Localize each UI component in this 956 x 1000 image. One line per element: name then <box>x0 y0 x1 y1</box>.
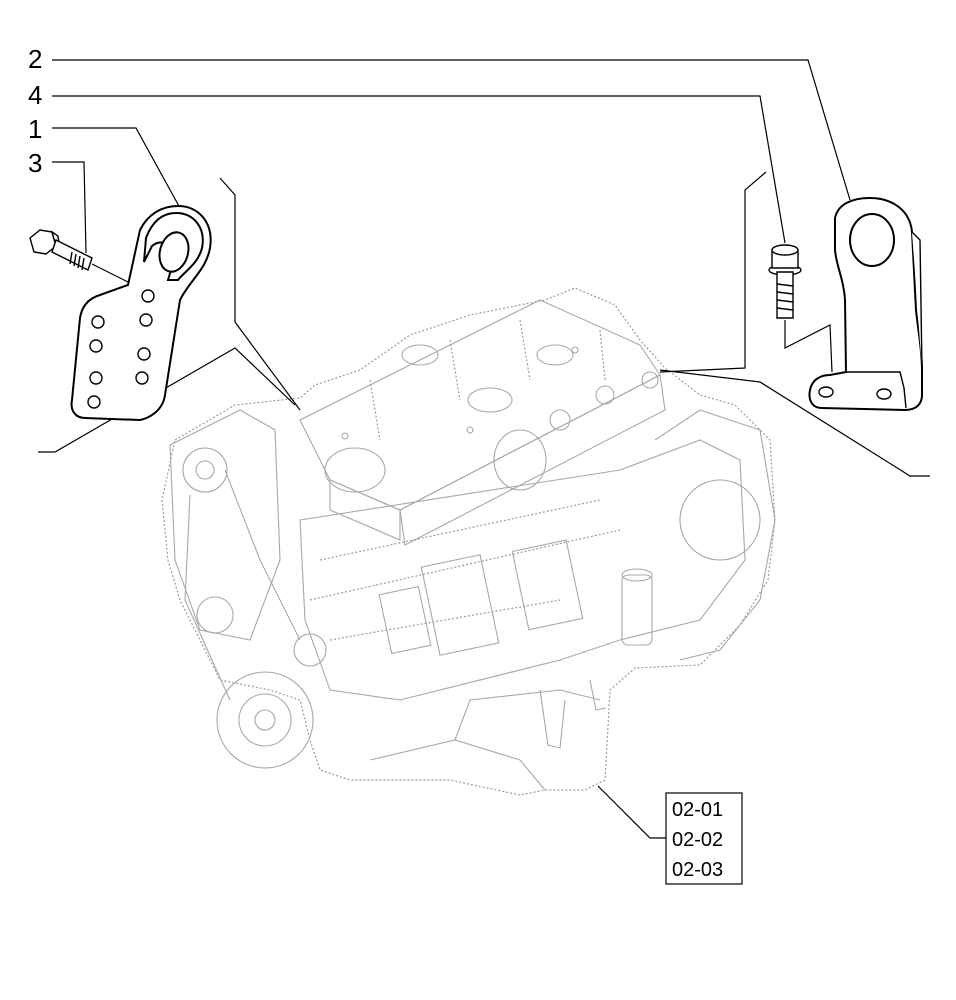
reference-02-02: 02-02 <box>672 829 723 851</box>
hex-bolt-icon <box>29 229 129 283</box>
callout-4: 4 <box>28 80 42 110</box>
callout-2: 2 <box>28 44 42 74</box>
callout-1: 1 <box>28 114 42 144</box>
reference-box: 02-01 02-02 02-03 <box>597 785 743 885</box>
rear-lifting-eye-bracket-icon <box>808 196 923 412</box>
reference-02-01: 02-01 <box>672 799 723 821</box>
front-lifting-eye-bracket-icon <box>70 204 212 422</box>
leader-lines <box>52 59 851 254</box>
flange-bolt-icon <box>768 244 833 373</box>
reference-02-03: 02-03 <box>672 859 723 881</box>
callout-3: 3 <box>28 148 42 178</box>
engine-assembly-icon <box>161 287 776 796</box>
